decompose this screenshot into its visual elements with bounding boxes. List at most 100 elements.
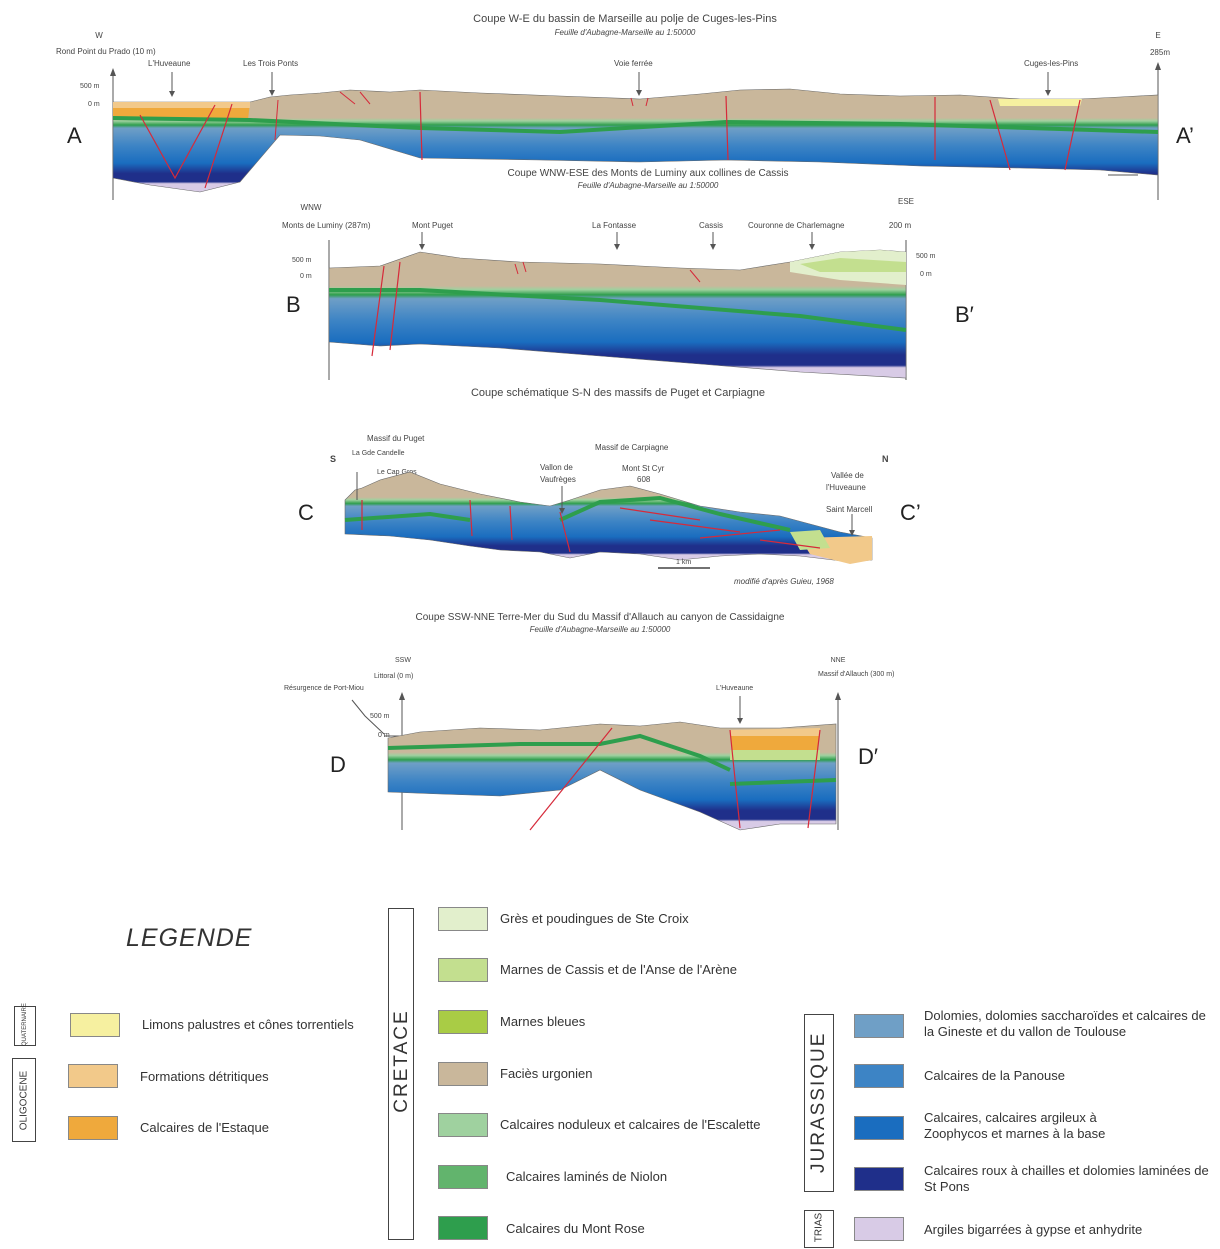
swatch-urgonien	[438, 1062, 488, 1086]
swatch-limons	[70, 1013, 120, 1037]
section-a-label-prado: Rond Point du Prado (10 m)	[56, 47, 156, 56]
section-d-right-letter: D′	[858, 744, 878, 769]
section-b-scale-0-right: 0 m	[920, 271, 932, 278]
section-d-scale-0: 0 m	[378, 732, 390, 739]
legend-dolomies-label: Dolomies, dolomies saccharoïdes et calca…	[924, 1008, 1206, 1039]
section-b-label-puget: Mont Puget	[412, 221, 454, 230]
section-a-subtitle: Feuille d'Aubagne-Marseille au 1:50000	[555, 28, 696, 37]
legend-estaque-label: Calcaires de l'Estaque	[140, 1120, 269, 1135]
legend-title: LEGENDE	[126, 924, 253, 952]
section-c-credit: modifié d'après Guieu, 1968	[734, 577, 834, 586]
swatch-zoophycos	[854, 1116, 904, 1140]
section-d-subtitle: Feuille d'Aubagne-Marseille au 1:50000	[530, 625, 671, 634]
section-b-label-luminy: Monts de Luminy (287m)	[282, 221, 371, 230]
era-trias-box	[804, 1210, 834, 1248]
section-a-right-letter: A’	[1176, 123, 1194, 148]
section-a-scale-0: 0 m	[88, 101, 100, 108]
section-d: Coupe SSW-NNE Terre-Mer du Sud du Massif…	[284, 612, 894, 831]
section-d-label-allauch: Massif d'Allauch (300 m)	[818, 671, 894, 678]
swatch-roux	[854, 1167, 904, 1191]
legend-gres-label: Grès et poudingues de Ste Croix	[500, 911, 689, 926]
era-cretace-label: CRETACE	[391, 1009, 412, 1113]
section-d-label-huveaune: L'Huveaune	[716, 685, 753, 692]
legend-argiles-label: Argiles bigarrées à gypse et anhydrite	[924, 1222, 1143, 1237]
section-c-title: Coupe schématique S-N des massifs de Pug…	[471, 387, 765, 399]
swatch-niolon	[438, 1165, 488, 1189]
section-c-label-huveaune: l'Huveaune	[826, 483, 866, 492]
section-d-scale-500: 500 m	[370, 713, 390, 720]
era-quaternaire-label: QUATERNAIRE	[22, 1003, 28, 1046]
section-d-dir-right: NNE	[831, 657, 846, 664]
era-trias-label: TRIAS	[813, 1212, 825, 1243]
section-c-label-massif-carpiagne: Massif de Carpiagne	[595, 443, 669, 452]
section-c-label-vallon: Vallon de	[540, 463, 573, 472]
swatch-estaque	[68, 1116, 118, 1140]
swatch-marnes-bleues	[438, 1010, 488, 1034]
section-a-scale-500: 500 m	[80, 83, 100, 90]
section-c-label-candelle: La Gde Candelle	[352, 450, 405, 457]
section-b: Coupe WNW-ESE des Monts de Luminy aux co…	[282, 168, 974, 380]
swatch-formations	[68, 1064, 118, 1088]
legend-marnes-bleues-label: Marnes bleues	[500, 1014, 586, 1029]
era-oligocene-label: OLIGOCENE	[18, 1070, 30, 1131]
section-a-title: Coupe W-E du bassin de Marseille au polj…	[473, 13, 777, 25]
section-a-dir-right: E	[1155, 31, 1160, 40]
section-c: Coupe schématique S-N des massifs de Pug…	[298, 387, 921, 586]
swatch-noduleux	[438, 1113, 488, 1137]
era-jurassique-label: JURASSIQUE	[808, 1031, 829, 1173]
section-d-left-letter: D	[330, 752, 346, 777]
legend-panouse-label: Calcaires de la Panouse	[924, 1068, 1065, 1083]
legend-mont-rose-label: Calcaires du Mont Rose	[506, 1221, 645, 1236]
section-b-scale-500-right: 500 m	[916, 253, 936, 260]
legend-zoophycos-label: Calcaires, calcaires argileux à Zoophyco…	[924, 1110, 1106, 1141]
section-a-right-elev: 285m	[1150, 48, 1170, 57]
section-b-label-charlemagne: Couronne de Charlemagne	[748, 221, 845, 230]
section-c-dir-right: N	[882, 454, 889, 464]
legend-limons-label: Limons palustres et cônes torrentiels	[142, 1017, 354, 1032]
section-a-label-cuges: Cuges-les-Pins	[1024, 59, 1078, 68]
section-b-subtitle: Feuille d'Aubagne-Marseille au 1:50000	[578, 181, 719, 190]
swatch-gres	[438, 907, 488, 931]
section-b-dir-left: WNW	[301, 203, 322, 212]
section-b-right-letter: B′	[955, 302, 974, 327]
section-c-label-vaufreges: Vaufrèges	[540, 475, 576, 484]
legend-formations-label: Formations détritiques	[140, 1069, 269, 1084]
section-b-scale-500: 500 m	[292, 257, 312, 264]
era-cretace-box	[388, 908, 414, 1240]
legend-roux-label: Calcaires roux à chailles et dolomies la…	[924, 1163, 1209, 1194]
swatch-argiles	[854, 1217, 904, 1241]
legend-marnes-cassis-label: Marnes de Cassis et de l'Anse de l'Arène	[500, 962, 737, 977]
legend-niolon-label: Calcaires laminés de Niolon	[506, 1169, 668, 1184]
section-b-label-cassis: Cassis	[699, 221, 723, 230]
section-c-dir-left: S	[330, 454, 336, 464]
section-b-left-letter: B	[286, 292, 301, 317]
section-c-label-st-cyr: Mont St Cyr	[622, 464, 665, 473]
swatch-panouse	[854, 1064, 904, 1088]
legend-noduleux-label: Calcaires noduleux et calcaires de l'Esc…	[500, 1117, 761, 1132]
section-a-label-trois-ponts: Les Trois Ponts	[243, 59, 298, 68]
swatch-marnes-cassis	[438, 958, 488, 982]
section-b-right-elev: 200 m	[889, 221, 912, 230]
section-a-dir-left: W	[95, 31, 103, 40]
era-jurassique-box	[804, 1014, 834, 1192]
section-c-label-608: 608	[637, 475, 651, 484]
section-d-title: Coupe SSW-NNE Terre-Mer du Sud du Massif…	[416, 612, 785, 623]
section-c-label-cap-gros: Le Cap Gros	[377, 469, 417, 476]
section-c-label-vallee: Vallée de	[831, 471, 864, 480]
section-b-scale-0: 0 m	[300, 273, 312, 280]
legend-urgonien-label: Faciès urgonien	[500, 1066, 593, 1081]
section-b-title: Coupe WNW-ESE des Monts de Luminy aux co…	[507, 168, 788, 179]
section-d-label-littoral: Littoral (0 m)	[374, 673, 413, 680]
section-c-label-saint-marcell: Saint Marcell	[826, 505, 872, 514]
swatch-mont-rose	[438, 1216, 488, 1240]
section-a: Coupe W-E du bassin de Marseille au polj…	[56, 13, 1194, 200]
section-a-label-huveaune: L'Huveaune	[148, 59, 191, 68]
section-c-scale-label: 1 km	[676, 559, 691, 566]
section-a-left-letter: A	[67, 123, 82, 148]
section-c-right-letter: C’	[900, 500, 921, 525]
section-d-dir-left: SSW	[395, 657, 411, 664]
swatch-dolomies	[854, 1014, 904, 1038]
section-b-label-fontasse: La Fontasse	[592, 221, 637, 230]
era-quaternaire-box: QUATERNAIRE	[14, 1003, 36, 1046]
